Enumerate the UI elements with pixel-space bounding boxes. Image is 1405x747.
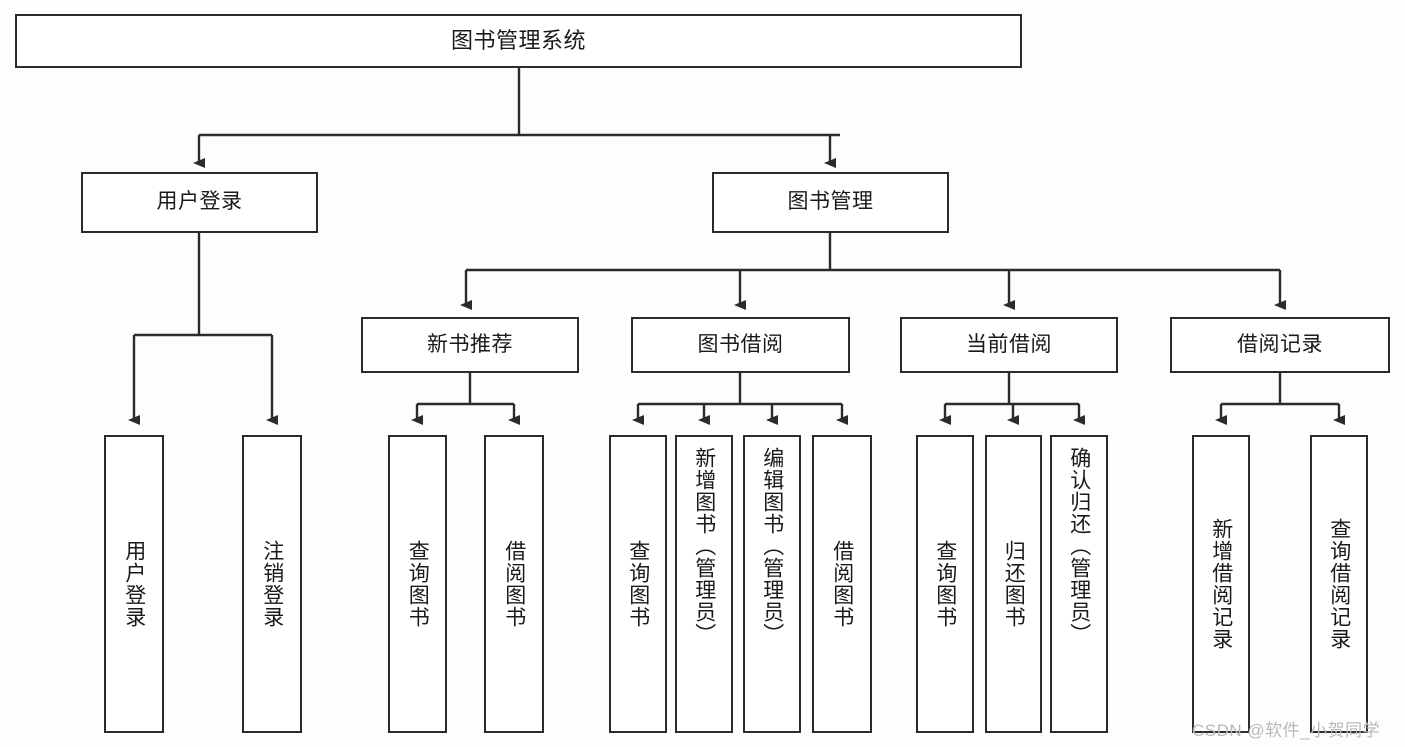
node-label: 借阅图书 [830, 540, 854, 628]
node-leaf-add-book-admin[interactable]: 新增图书（管理员） [675, 435, 733, 733]
node-label: 用户登录 [156, 190, 243, 214]
node-label: 新增图书（管理员） [692, 447, 716, 645]
node-book-borrow[interactable]: 图书借阅 [631, 317, 850, 373]
node-label: 借阅图书 [502, 540, 526, 628]
node-leaf-user-login[interactable]: 用户登录 [104, 435, 164, 733]
node-borrow-record[interactable]: 借阅记录 [1170, 317, 1390, 373]
node-label: 注销登录 [260, 540, 284, 628]
node-new-book-recommend[interactable]: 新书推荐 [361, 317, 579, 373]
node-leaf-add-borrow-record[interactable]: 新增借阅记录 [1192, 435, 1250, 733]
node-label: 新增借阅记录 [1209, 518, 1233, 650]
node-leaf-return-book[interactable]: 归还图书 [985, 435, 1042, 733]
node-leaf-edit-book-admin[interactable]: 编辑图书（管理员） [743, 435, 801, 733]
node-label: 用户登录 [122, 540, 146, 628]
node-label: 当前借阅 [966, 332, 1052, 356]
csdn-watermark: CSDN @软件_小贺同学 [1192, 721, 1381, 740]
node-leaf-borrow-book[interactable]: 借阅图书 [812, 435, 872, 733]
node-leaf-query-book-recommend[interactable]: 查询图书 [388, 435, 447, 733]
node-leaf-confirm-return-admin[interactable]: 确认归还（管理员） [1050, 435, 1108, 733]
node-label: 编辑图书（管理员） [760, 447, 784, 645]
node-leaf-user-logout[interactable]: 注销登录 [242, 435, 302, 733]
node-label: 借阅记录 [1237, 332, 1323, 356]
node-label: 确认归还（管理员） [1067, 447, 1091, 645]
node-label: 查询图书 [626, 540, 650, 628]
node-label: 查询图书 [933, 540, 957, 628]
node-label: 图书管理系统 [450, 28, 586, 54]
node-book-management[interactable]: 图书管理 [712, 172, 949, 233]
node-leaf-query-book-borrow[interactable]: 查询图书 [609, 435, 667, 733]
node-leaf-query-borrow-record[interactable]: 查询借阅记录 [1310, 435, 1368, 733]
node-label: 查询图书 [406, 540, 430, 628]
node-label: 归还图书 [1002, 540, 1026, 628]
node-root-book-management-system[interactable]: 图书管理系统 [15, 14, 1022, 68]
node-leaf-borrow-book-recommend[interactable]: 借阅图书 [484, 435, 544, 733]
node-current-borrow[interactable]: 当前借阅 [900, 317, 1118, 373]
node-leaf-query-book-current[interactable]: 查询图书 [916, 435, 974, 733]
node-label: 新书推荐 [427, 332, 513, 356]
node-label: 图书借阅 [697, 332, 784, 356]
node-user-login[interactable]: 用户登录 [81, 172, 318, 233]
node-label: 查询借阅记录 [1327, 518, 1351, 650]
node-label: 图书管理 [787, 190, 874, 214]
